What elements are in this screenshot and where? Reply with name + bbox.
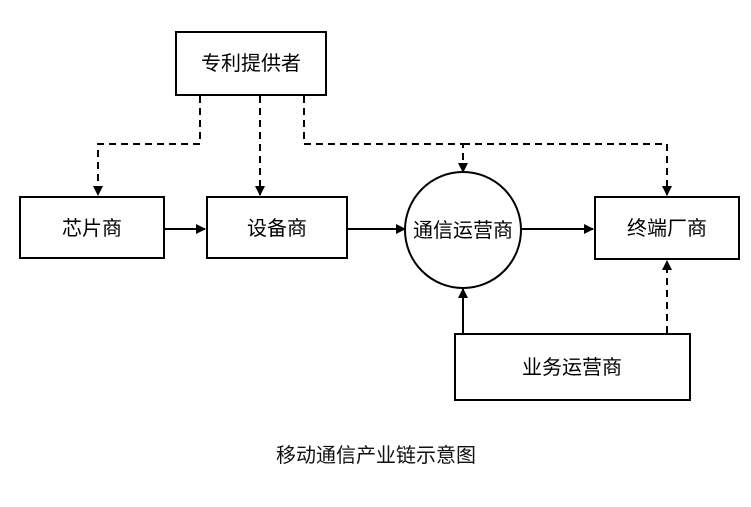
diagram-caption: 移动通信产业链示意图 — [276, 443, 476, 467]
patent-provider-node: 专利提供者 — [175, 31, 327, 96]
patent-links — [93, 96, 672, 196]
telecom-operator-node: 通信运营商 — [404, 171, 522, 289]
chip-maker-label: 芯片商 — [62, 216, 122, 240]
patent-to-terminal-arrow — [463, 143, 672, 196]
patent-to-chip-arrow — [93, 96, 201, 196]
patent-to-operator-arrow — [303, 96, 468, 173]
equipment-maker-node: 设备商 — [206, 196, 348, 259]
terminal-maker-label: 终端厂商 — [627, 216, 707, 240]
telecom-operator-label: 通信运营商 — [413, 218, 513, 242]
terminal-maker-node: 终端厂商 — [594, 196, 740, 260]
patent-provider-label: 专利提供者 — [201, 51, 301, 75]
service-operator-node: 业务运营商 — [454, 333, 691, 401]
chip-maker-node: 芯片商 — [19, 196, 165, 259]
service-operator-label: 业务运营商 — [522, 355, 622, 379]
flow-links — [165, 224, 672, 333]
equipment-maker-label: 设备商 — [247, 216, 307, 240]
